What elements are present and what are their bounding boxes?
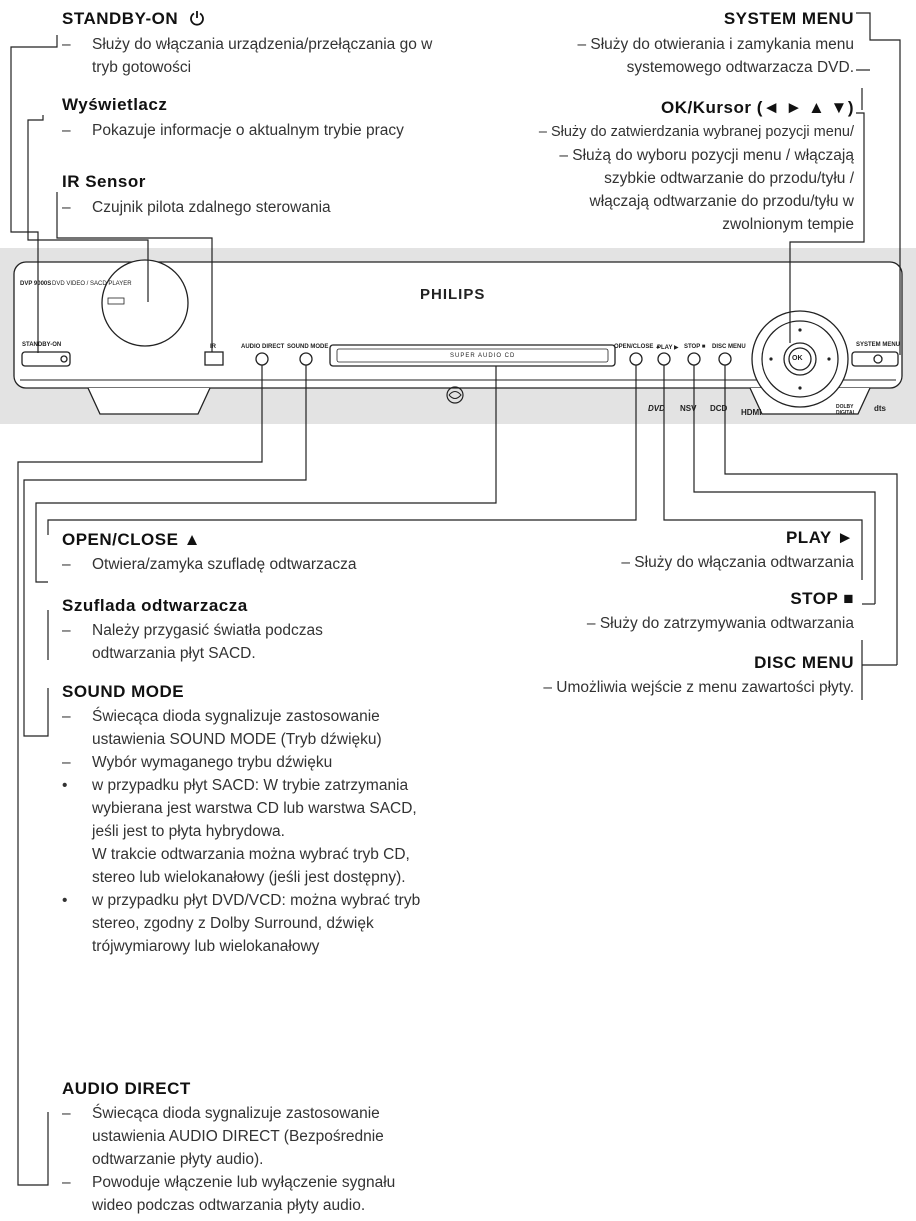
ir-sensor-window [204, 351, 224, 366]
device-label-standby: STANDBY-ON [22, 342, 62, 348]
sound-mode-title: SOUND MODE [62, 682, 185, 701]
device-label-stop: STOP ■ [684, 344, 706, 350]
dolby-logo: DOLBY DIGITAL [836, 404, 856, 416]
play-title: PLAY ► [785, 528, 854, 547]
device-label-open-close: OPEN/CLOSE ▲ [614, 344, 661, 350]
list-item: –Świecąca dioda sygnalizuje zastosowanie… [62, 708, 382, 748]
dvd-logo: DVD [648, 404, 665, 413]
ir-desc: Czujnik pilota zdalnego sterowania [92, 199, 331, 216]
list-item: –Powoduje włączenie lub wyłączenie sygna… [62, 1174, 396, 1214]
system-menu-desc: – Służy do otwierania i zamykania menu s… [577, 36, 854, 76]
device-label-disc-menu: DISC MENU [712, 344, 746, 350]
standby-section: STANDBY-ON –Służy do włączania urządzeni… [62, 9, 462, 79]
display-desc: Pokazuje informacje o aktualnym trybie p… [92, 122, 404, 139]
display-title: Wyświetlacz [62, 95, 168, 114]
ok-title: OK/Kursor (◄ ► ▲ ▼) [661, 98, 854, 117]
device-brand-logo: PHILIPS [420, 286, 486, 303]
leader-system-menu [856, 12, 901, 355]
leader-ok [789, 112, 865, 343]
disc-menu-section: DISC MENU – Umożliwia wejście z menu zaw… [434, 653, 854, 699]
leader-stop [693, 365, 876, 604]
open-close-desc: Otwiera/zamyka szufladę odtwarzacza [92, 556, 357, 573]
play-knob [657, 352, 671, 366]
list-item: –Świecąca dioda sygnalizuje zastosowanie… [62, 1105, 384, 1168]
list-item: –Wybór wymaganego trybu dźwięku [62, 754, 333, 771]
sound-mode-knob [299, 352, 313, 366]
device-model: DVP 9000S [20, 281, 52, 287]
standby-title: STANDBY-ON [62, 9, 462, 29]
leader-play [663, 365, 863, 580]
sound-mode-section: SOUND MODE –Świecąca dioda sygnalizuje z… [62, 682, 434, 958]
leader-ir [56, 192, 213, 352]
hdmi-logo: HDMI [741, 408, 762, 417]
leader-sound-mode [23, 365, 307, 737]
tray-desc: Należy przygasić światła podczas odtwarz… [92, 622, 323, 662]
leader-audio-direct [17, 365, 263, 1186]
leader-tray [35, 366, 497, 583]
play-section: PLAY ► – Służy do włączania odtwarzania [514, 528, 854, 574]
system-menu-section: SYSTEM MENU – Służy do otwierania i zamy… [504, 9, 854, 79]
ok-desc-2: – Służą do wyboru pozycji menu / włączaj… [559, 147, 854, 233]
nsv-logo: NSV [680, 404, 697, 413]
disc-menu-desc: – Umożliwia wejście z menu zawartości pł… [543, 679, 854, 696]
stop-section: STOP ■ – Służy do zatrzymywania odtwarza… [514, 589, 854, 635]
device-foot-left [87, 387, 211, 415]
stop-knob [687, 352, 701, 366]
leader-open-close [47, 365, 637, 535]
leader-display [27, 115, 149, 302]
audio-direct-list: –Świecąca dioda sygnalizuje zastosowanie… [62, 1102, 434, 1217]
disc-menu-title: DISC MENU [754, 653, 854, 672]
sound-mode-list: –Świecąca dioda sygnalizuje zastosowanie… [62, 705, 434, 958]
audio-direct-title: AUDIO DIRECT [62, 1079, 191, 1098]
ir-title: IR Sensor [62, 172, 146, 191]
navigation-dial [751, 310, 849, 408]
display-section: Wyświetlacz –Pokazuje informacje o aktua… [62, 95, 422, 142]
list-item: W trakcie odtwarzania można wybrać tryb … [92, 846, 410, 886]
power-icon [190, 11, 205, 26]
ok-section: OK/Kursor (◄ ► ▲ ▼) – Służy do zatwierdz… [464, 98, 854, 236]
device-label-sound-mode: SOUND MODE [287, 344, 329, 350]
device-label-play: PLAY ▶ [657, 345, 679, 351]
device-label-system-menu: SYSTEM MENU [856, 342, 901, 348]
stop-title: STOP ■ [790, 589, 854, 608]
disc-tray [329, 344, 616, 367]
leader-standby [10, 35, 58, 353]
play-desc: – Służy do włączania odtwarzania [621, 554, 854, 571]
open-close-section: OPEN/CLOSE ▲ –Otwiera/zamyka szufladę od… [62, 530, 472, 576]
standby-button-shape [21, 351, 71, 367]
audio-direct-knob [255, 352, 269, 366]
audio-direct-section: AUDIO DIRECT –Świecąca dioda sygnalizuje… [62, 1079, 434, 1217]
list-item: •w przypadku płyt SACD: W trybie zatrzym… [62, 777, 417, 840]
device-label-ok: OK [792, 355, 803, 362]
stop-desc: – Służy do zatrzymywania odtwarzania [586, 615, 854, 632]
open-close-knob [629, 352, 643, 366]
open-close-title: OPEN/CLOSE ▲ [62, 530, 202, 549]
device-model-sub: DVD VIDEO / SACD PLAYER [52, 281, 132, 287]
standby-desc: Służy do włączania urządzenia/przełączan… [92, 36, 433, 76]
list-item: •w przypadku płyt DVD/VCD: można wybrać … [62, 892, 421, 955]
dcd-logo: DCD [710, 404, 728, 413]
tray-section: Szuflada odtwarzacza –Należy przygasić ś… [62, 596, 392, 665]
dts-logo: dts [874, 404, 886, 413]
display-window [101, 259, 189, 347]
tray-title: Szuflada odtwarzacza [62, 596, 248, 615]
device-label-audio-direct: AUDIO DIRECT [241, 344, 285, 350]
ir-section: IR Sensor –Czujnik pilota zdalnego stero… [62, 172, 452, 219]
disc-menu-knob [718, 352, 732, 366]
ok-desc-1: – Służy do zatwierdzania wybranej pozycj… [538, 124, 854, 140]
leader-disc-menu [724, 365, 898, 665]
sacd-logo-icon [446, 386, 464, 404]
system-menu-title: SYSTEM MENU [723, 9, 854, 28]
device-label-ir: IR [210, 344, 216, 350]
device-tray-label: SUPER AUDIO CD [450, 353, 516, 359]
